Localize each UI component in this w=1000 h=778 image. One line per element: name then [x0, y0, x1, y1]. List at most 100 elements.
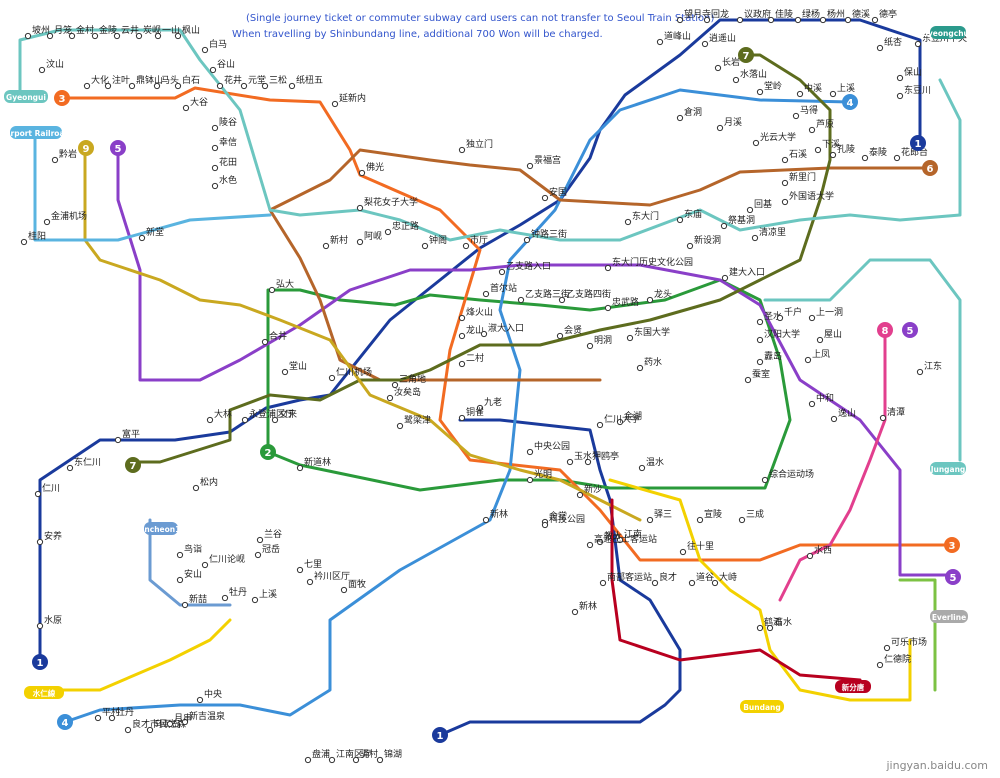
- station-dot[interactable]: [499, 269, 504, 274]
- station[interactable]: 石溪: [782, 148, 807, 163]
- station-dot[interactable]: [155, 33, 160, 38]
- station[interactable]: 中央: [197, 688, 222, 703]
- station-dot[interactable]: [712, 580, 717, 585]
- station[interactable]: 花田: [212, 156, 237, 171]
- station-dot[interactable]: [114, 33, 119, 38]
- station-dot[interactable]: [542, 522, 547, 527]
- station-dot[interactable]: [353, 757, 358, 762]
- station-dot[interactable]: [915, 41, 920, 46]
- station[interactable]: 景福宫: [527, 154, 561, 169]
- station-dot[interactable]: [782, 199, 787, 204]
- station-dot[interactable]: [657, 39, 662, 44]
- station-dot[interactable]: [182, 602, 187, 607]
- station-dot[interactable]: [463, 243, 468, 248]
- station[interactable]: 逸山: [831, 408, 856, 422]
- station-dot[interactable]: [397, 423, 402, 428]
- station[interactable]: 衿川区厅: [307, 570, 350, 585]
- station-dot[interactable]: [297, 567, 302, 572]
- station-dot[interactable]: [518, 297, 523, 302]
- station-dot[interactable]: [782, 180, 787, 185]
- station-dot[interactable]: [252, 597, 257, 602]
- station-dot[interactable]: [262, 339, 267, 344]
- station[interactable]: 东庙: [677, 208, 702, 223]
- station[interactable]: 道峰山: [657, 30, 691, 45]
- station-dot[interactable]: [715, 65, 720, 70]
- station-dot[interactable]: [830, 91, 835, 96]
- station[interactable]: 光云大学: [753, 131, 796, 146]
- station-dot[interactable]: [625, 219, 630, 224]
- station-dot[interactable]: [809, 401, 814, 406]
- station[interactable]: 花井: [217, 74, 242, 89]
- station[interactable]: 纸杏: [877, 36, 902, 51]
- station-dot[interactable]: [652, 580, 657, 585]
- station[interactable]: 仁德院: [877, 653, 911, 668]
- station-dot[interactable]: [795, 17, 800, 22]
- station-dot[interactable]: [167, 721, 172, 726]
- station-dot[interactable]: [109, 715, 114, 720]
- station[interactable]: 锦湖: [377, 748, 402, 763]
- station[interactable]: 黔岩: [52, 148, 77, 163]
- station[interactable]: 外国语大学: [782, 190, 834, 205]
- station[interactable]: 白马: [202, 38, 227, 53]
- station[interactable]: 堂山: [282, 360, 307, 375]
- station-dot[interactable]: [483, 291, 488, 296]
- station[interactable]: 纛岛: [757, 350, 782, 365]
- station-dot[interactable]: [25, 33, 30, 38]
- station[interactable]: 新里门: [782, 171, 816, 186]
- station-dot[interactable]: [527, 449, 532, 454]
- station-dot[interactable]: [597, 422, 602, 427]
- station-dot[interactable]: [753, 140, 758, 145]
- station-dot[interactable]: [67, 465, 72, 470]
- station[interactable]: 长岩: [715, 56, 740, 71]
- station[interactable]: 药水: [637, 356, 662, 371]
- station-dot[interactable]: [845, 17, 850, 22]
- station-dot[interactable]: [183, 105, 188, 110]
- station[interactable]: 驿三: [647, 509, 672, 523]
- station-dot[interactable]: [757, 625, 762, 630]
- station-dot[interactable]: [639, 465, 644, 470]
- station[interactable]: 烽火山: [459, 306, 493, 321]
- station-dot[interactable]: [422, 243, 427, 248]
- station-dot[interactable]: [677, 217, 682, 222]
- station[interactable]: 水色: [212, 174, 237, 189]
- station-dot[interactable]: [605, 265, 610, 270]
- station-dot[interactable]: [831, 416, 836, 421]
- station-dot[interactable]: [212, 165, 217, 170]
- station[interactable]: 温水: [639, 456, 664, 471]
- station-dot[interactable]: [637, 365, 642, 370]
- station-dot[interactable]: [52, 157, 57, 162]
- station-dot[interactable]: [757, 337, 762, 342]
- station-dot[interactable]: [357, 205, 362, 210]
- station[interactable]: 龙山: [459, 324, 484, 339]
- station-dot[interactable]: [745, 377, 750, 382]
- station-dot[interactable]: [115, 437, 120, 442]
- station-dot[interactable]: [587, 343, 592, 348]
- station-dot[interactable]: [807, 553, 812, 558]
- station-dot[interactable]: [481, 331, 486, 336]
- station-dot[interactable]: [647, 297, 652, 302]
- station[interactable]: 谷山: [210, 59, 235, 73]
- station[interactable]: 综合运动场: [762, 468, 814, 483]
- station-dot[interactable]: [880, 415, 885, 420]
- station-dot[interactable]: [147, 727, 152, 732]
- station-dot[interactable]: [805, 357, 810, 362]
- station-dot[interactable]: [459, 415, 464, 420]
- station[interactable]: 松内: [193, 476, 218, 491]
- station-dot[interactable]: [752, 235, 757, 240]
- station[interactable]: 东国大学: [627, 326, 670, 341]
- station[interactable]: 首尔站: [483, 282, 517, 297]
- station-dot[interactable]: [47, 33, 52, 38]
- station-dot[interactable]: [332, 101, 337, 106]
- station-dot[interactable]: [35, 491, 40, 496]
- station[interactable]: 鹭梁津: [397, 414, 431, 429]
- station-dot[interactable]: [559, 297, 564, 302]
- station-dot[interactable]: [884, 645, 889, 650]
- station-dot[interactable]: [704, 17, 709, 22]
- station-dot[interactable]: [820, 17, 825, 22]
- station[interactable]: 冠岳: [255, 543, 280, 558]
- station-dot[interactable]: [329, 375, 334, 380]
- station[interactable]: 上凤: [805, 349, 830, 363]
- station[interactable]: 明洞: [587, 335, 612, 349]
- station-dot[interactable]: [542, 195, 547, 200]
- station[interactable]: 汝矣岛: [387, 386, 421, 401]
